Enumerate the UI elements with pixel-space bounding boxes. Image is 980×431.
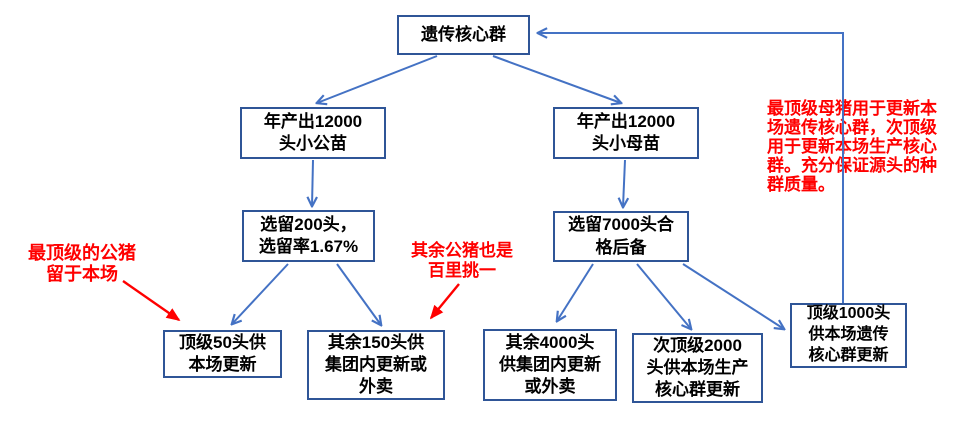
arrow-select200-to-rest150 — [336, 263, 381, 325]
arrow-annotation-middle-to-rest150 — [429, 283, 460, 320]
arrow-select7000-to-rest4000 — [557, 263, 594, 321]
arrow-annotation-left-to-top50 — [122, 280, 181, 322]
node-select-7000: 选留7000头合 格后备 — [553, 211, 689, 262]
arrow-male-to-select200 — [312, 159, 313, 206]
node-female-piglets-output: 年产出12000 头小母苗 — [553, 107, 699, 159]
node-top-1000-genetic-core-renewal: 顶级1000头 供本场遗传 核心群更新 — [790, 303, 907, 368]
node-top-50-local-renewal: 顶级50头供 本场更新 — [163, 330, 282, 378]
node-rest-150-group-or-sale: 其余150头供 集团内更新或 外卖 — [307, 330, 445, 400]
arrow-core-to-female — [492, 55, 621, 103]
annotation-remaining-boars: 其余公猪也是 百里挑一 — [411, 241, 513, 281]
node-second-top-2000-production-core: 次顶级2000 头供本场生产 核心群更新 — [632, 333, 763, 403]
node-select-200: 选留200头， 选留率1.67% — [242, 210, 375, 262]
arrow-female-to-select7000 — [623, 159, 625, 207]
annotation-top-sows-renewal: 最顶级母猪用于更新本 场遗传核心群，次顶级 用于更新本场生产核心 群。充分保证源… — [767, 99, 937, 194]
annotation-top-boars-stay: 最顶级的公猪 留于本场 — [28, 243, 136, 285]
node-male-piglets-output: 年产出12000 头小公苗 — [240, 107, 386, 159]
arrow-select200-to-top50 — [232, 263, 289, 324]
arrow-select7000-to-top1000 — [682, 263, 784, 329]
arrow-select7000-to-second2000 — [636, 263, 691, 329]
node-rest-4000-group-or-sale: 其余4000头 供集团内更新 或外卖 — [483, 329, 617, 401]
node-genetic-core-group: 遗传核心群 — [397, 15, 530, 55]
arrow-core-to-male — [317, 55, 438, 103]
